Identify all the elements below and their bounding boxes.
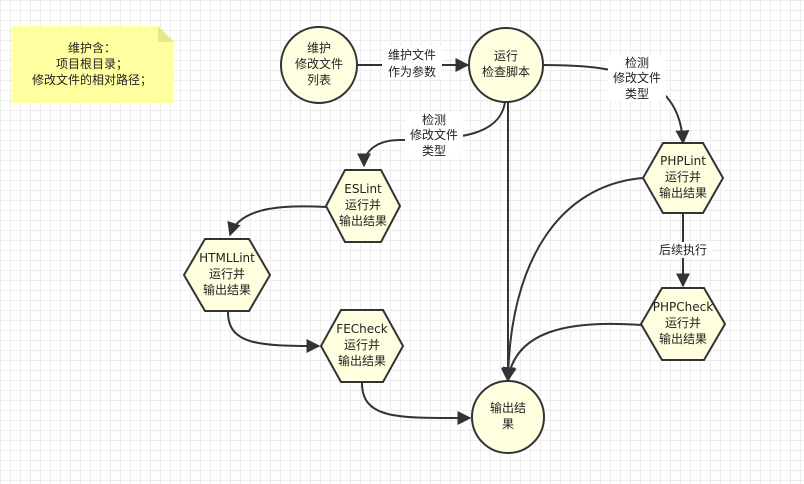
- node-fecheck-line-3: 输出结果: [338, 353, 386, 368]
- edge-label-pass-files: 维护文件 作为参数: [382, 46, 442, 80]
- node-htmllint: HTMLLint 运行并 输出结果: [182, 238, 272, 312]
- edge-phpcheck-to-output: [502, 322, 642, 382]
- edge-label-detect-right-line-1: 检测: [625, 55, 649, 70]
- node-file-list: 维护 修改文件 列表: [280, 26, 358, 104]
- edge-label-detect-right: 检测 修改文件 类型: [608, 55, 666, 101]
- node-phpcheck-line-2: 运行并: [665, 316, 701, 330]
- node-file-list-line-2: 修改文件: [295, 56, 343, 71]
- node-output-line-1: 输出结: [490, 400, 526, 415]
- node-file-list-line-3: 列表: [307, 73, 331, 87]
- node-phplint-line-3: 输出结果: [659, 185, 707, 200]
- edge-label-detect-left-line-3: 类型: [422, 144, 446, 158]
- node-fecheck: FECheck 运行并 输出结果: [319, 309, 405, 383]
- edge-label-then-run-text: 后续执行: [659, 243, 707, 257]
- node-phplint-line-2: 运行并: [665, 170, 701, 184]
- sticky-note: 维护含： 项目根目录； 修改文件的相对路径；: [12, 26, 174, 103]
- node-phpcheck: PHPCheck 运行并 输出结果: [639, 287, 727, 361]
- edge-label-pass-files-line-2: 作为参数: [388, 64, 436, 79]
- edge-label-detect-left: 检测 修改文件 类型: [405, 112, 463, 158]
- node-output-line-2: 果: [502, 417, 514, 431]
- node-run-check-line-2: 检查脚本: [482, 64, 530, 79]
- node-htmllint-line-2: 运行并: [209, 267, 245, 281]
- node-htmllint-line-1: HTMLLint: [199, 251, 255, 265]
- edge-fecheck-to-output: [361, 382, 472, 426]
- node-fecheck-line-1: FECheck: [336, 322, 387, 336]
- node-htmllint-line-3: 输出结果: [203, 282, 251, 297]
- node-eslint-line-1: ESLint: [344, 182, 382, 196]
- note-line-1: 维护含：: [68, 40, 116, 55]
- node-file-list-line-1: 维护: [307, 41, 331, 55]
- edge-label-detect-right-line-2: 修改文件: [613, 70, 661, 85]
- edge-label-detect-left-line-1: 检测: [422, 112, 446, 127]
- node-phpcheck-line-3: 输出结果: [659, 331, 707, 346]
- node-phplint: PHPLint 运行并 输出结果: [641, 142, 725, 214]
- node-output: 输出结 果: [471, 380, 545, 454]
- node-fecheck-line-2: 运行并: [344, 338, 380, 352]
- note-line-2: 项目根目录；: [56, 57, 128, 71]
- edge-phplint-to-output: [501, 177, 644, 382]
- edge-eslint-to-htmllint: [227, 205, 328, 237]
- node-eslint: ESLint 运行并 输出结果: [324, 169, 402, 243]
- edge-label-then-run: 后续执行: [654, 242, 712, 258]
- node-run-check: 运行 检查脚本: [468, 27, 544, 103]
- edge-htmllint-to-fecheck: [227, 311, 321, 353]
- edge-label-pass-files-line-1: 维护文件: [388, 47, 436, 62]
- node-phpcheck-line-1: PHPCheck: [653, 300, 713, 314]
- edge-label-detect-left-line-2: 修改文件: [410, 127, 458, 142]
- node-phplint-line-1: PHPLint: [660, 154, 706, 168]
- note-line-3: 修改文件的相对路径；: [32, 72, 152, 87]
- node-run-check-line-1: 运行: [494, 49, 518, 63]
- node-eslint-line-2: 运行并: [345, 198, 381, 212]
- node-eslint-line-3: 输出结果: [339, 213, 387, 228]
- edge-label-detect-right-line-3: 类型: [625, 87, 649, 101]
